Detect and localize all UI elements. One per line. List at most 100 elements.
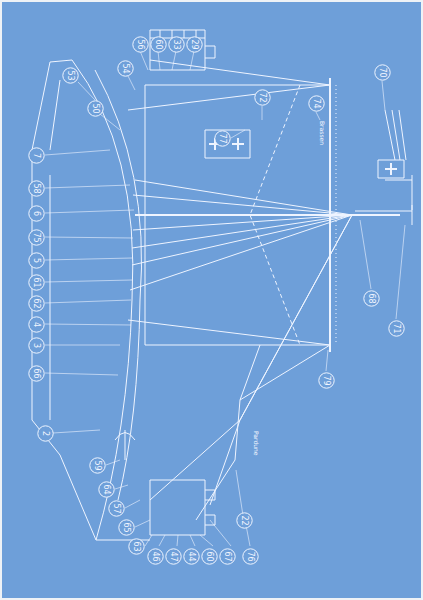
- callout-text: 29: [186, 36, 203, 53]
- callout-text: 65: [118, 519, 135, 536]
- callout-text: 54: [117, 60, 134, 77]
- callout-circle: [165, 548, 180, 563]
- callout-circle: [28, 316, 43, 331]
- callout-circle: [219, 548, 234, 563]
- anchor: [115, 430, 135, 460]
- callout-circle: [363, 290, 378, 305]
- callout-number: 76: [242, 548, 259, 565]
- callout-text: 70: [374, 64, 391, 81]
- callout-number: 44: [183, 548, 200, 565]
- callout-number: 57: [108, 500, 125, 517]
- callout-number: 75: [28, 229, 45, 246]
- callout-text: 75: [28, 229, 45, 246]
- callout-text: 77: [214, 130, 231, 147]
- callout-number: 47: [165, 548, 182, 565]
- callout-circle: [89, 457, 104, 472]
- callout-number: 71: [388, 320, 405, 337]
- callout-circle: [28, 147, 43, 162]
- callout-text: 79: [318, 372, 335, 389]
- callout-number: 50: [87, 100, 104, 117]
- callout-circle: [147, 548, 162, 563]
- callout-circle: [28, 205, 43, 220]
- callout-number: 67: [219, 548, 236, 565]
- callout-text: 62: [28, 295, 45, 312]
- callout-number: 72: [254, 89, 271, 106]
- callout-text: 57: [108, 500, 125, 517]
- callout-number: 70: [374, 64, 391, 81]
- callout-circle: [108, 500, 123, 515]
- callout-circle: [374, 64, 389, 79]
- callout-number: 6: [28, 205, 45, 222]
- callout-circle: [28, 274, 43, 289]
- callout-circle: [388, 320, 403, 335]
- rail: [95, 70, 142, 500]
- callout-text: 56: [132, 36, 149, 53]
- callout-number: 60: [150, 36, 167, 53]
- callout-number: 58: [28, 180, 45, 197]
- callout-circle: [28, 252, 43, 267]
- callout-text: 74: [308, 95, 325, 112]
- callout-number: 79: [318, 372, 335, 389]
- callout-text: 68: [363, 290, 380, 307]
- callout-text: 47: [165, 548, 182, 565]
- callout-circle: [168, 36, 183, 51]
- callout-text: 3: [28, 337, 45, 354]
- stern-castle: [150, 30, 215, 70]
- callout-circle: [37, 425, 52, 440]
- callout-number: 60: [201, 548, 218, 565]
- callout-text: 63: [128, 538, 145, 555]
- callout-text: 71: [388, 320, 405, 337]
- callout-text: 4: [28, 316, 45, 333]
- callout-number: 7: [28, 147, 45, 164]
- callout-text: 66: [28, 365, 45, 382]
- callout-text: 61: [28, 274, 45, 291]
- yard: [329, 78, 331, 352]
- reef-points: [336, 85, 337, 345]
- callout-text: 50: [87, 100, 104, 117]
- wale: [50, 80, 60, 420]
- callout-text: 59: [89, 457, 106, 474]
- callout-circle: [28, 229, 43, 244]
- pennant: [378, 110, 412, 210]
- callout-number: 29: [186, 36, 203, 53]
- callout-circle: [132, 36, 147, 51]
- callout-circle: [62, 67, 77, 82]
- banner: [205, 130, 250, 158]
- callout-text: 58: [28, 180, 45, 197]
- callout-number: 4: [28, 316, 45, 333]
- cross: [385, 163, 397, 175]
- callout-circle: [236, 512, 251, 527]
- callout-number: 53: [62, 67, 79, 84]
- callout-text: 60: [150, 36, 167, 53]
- callout-text: 5: [28, 252, 45, 269]
- callout-circle: [128, 538, 143, 553]
- callout-text: 44: [183, 548, 200, 565]
- callout-circle: [28, 180, 43, 195]
- callout-number: 77: [214, 130, 231, 147]
- callout-number: 22: [236, 512, 253, 529]
- bonnet: [250, 85, 300, 345]
- callout-circle: [254, 89, 269, 104]
- callout-number: 56: [132, 36, 149, 53]
- callout-circle: [318, 372, 333, 387]
- callout-circle: [183, 548, 198, 563]
- callout-text: 6: [28, 205, 45, 222]
- callout-circle: [214, 130, 229, 145]
- shrouds: [128, 60, 352, 505]
- callout-number: 5: [28, 252, 45, 269]
- callout-number: 64: [98, 481, 115, 498]
- leader-lines: [45, 51, 405, 546]
- callout-circle: [186, 36, 201, 51]
- callout-text: 67: [219, 548, 236, 565]
- callout-circle: [98, 481, 113, 496]
- callout-number: 62: [28, 295, 45, 312]
- callout-text: 72: [254, 89, 271, 106]
- callout-circle: [150, 36, 165, 51]
- callout-text: 33: [168, 36, 185, 53]
- callout-circle: [118, 519, 133, 534]
- callout-number: 59: [89, 457, 106, 474]
- callout-text: 60: [201, 548, 218, 565]
- callout-circle: [87, 100, 102, 115]
- callout-number: 63: [128, 538, 145, 555]
- callout-circle: [201, 548, 216, 563]
